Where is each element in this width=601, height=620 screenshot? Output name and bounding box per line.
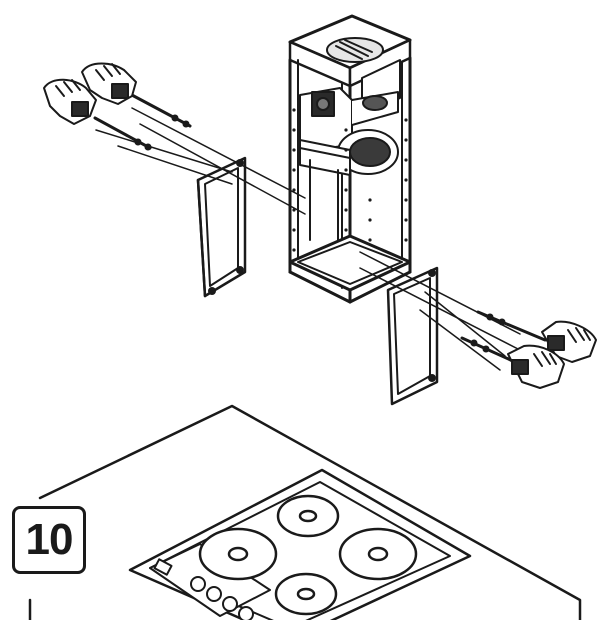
screwdriver-bottom-right-1: [476, 310, 547, 342]
hand-icon: [507, 344, 565, 389]
screwdriver-bottom-right-2: [460, 336, 517, 364]
step-number: 10: [25, 515, 74, 564]
step-number-badge: 10: [12, 506, 86, 574]
burner: [338, 527, 418, 581]
alignment-lines: [95, 107, 521, 371]
screwdriver-top-left-1: [128, 92, 192, 128]
burner: [198, 527, 278, 581]
screwdriver-top-left-2: [93, 116, 152, 151]
hand-icon: [541, 320, 597, 363]
burner: [276, 494, 340, 538]
burner: [274, 572, 338, 616]
hand-icon: [81, 62, 137, 105]
side-panel-left: [196, 156, 247, 298]
hand-icon: [43, 78, 97, 125]
hob: [128, 468, 472, 620]
hood-frame: [288, 14, 412, 304]
